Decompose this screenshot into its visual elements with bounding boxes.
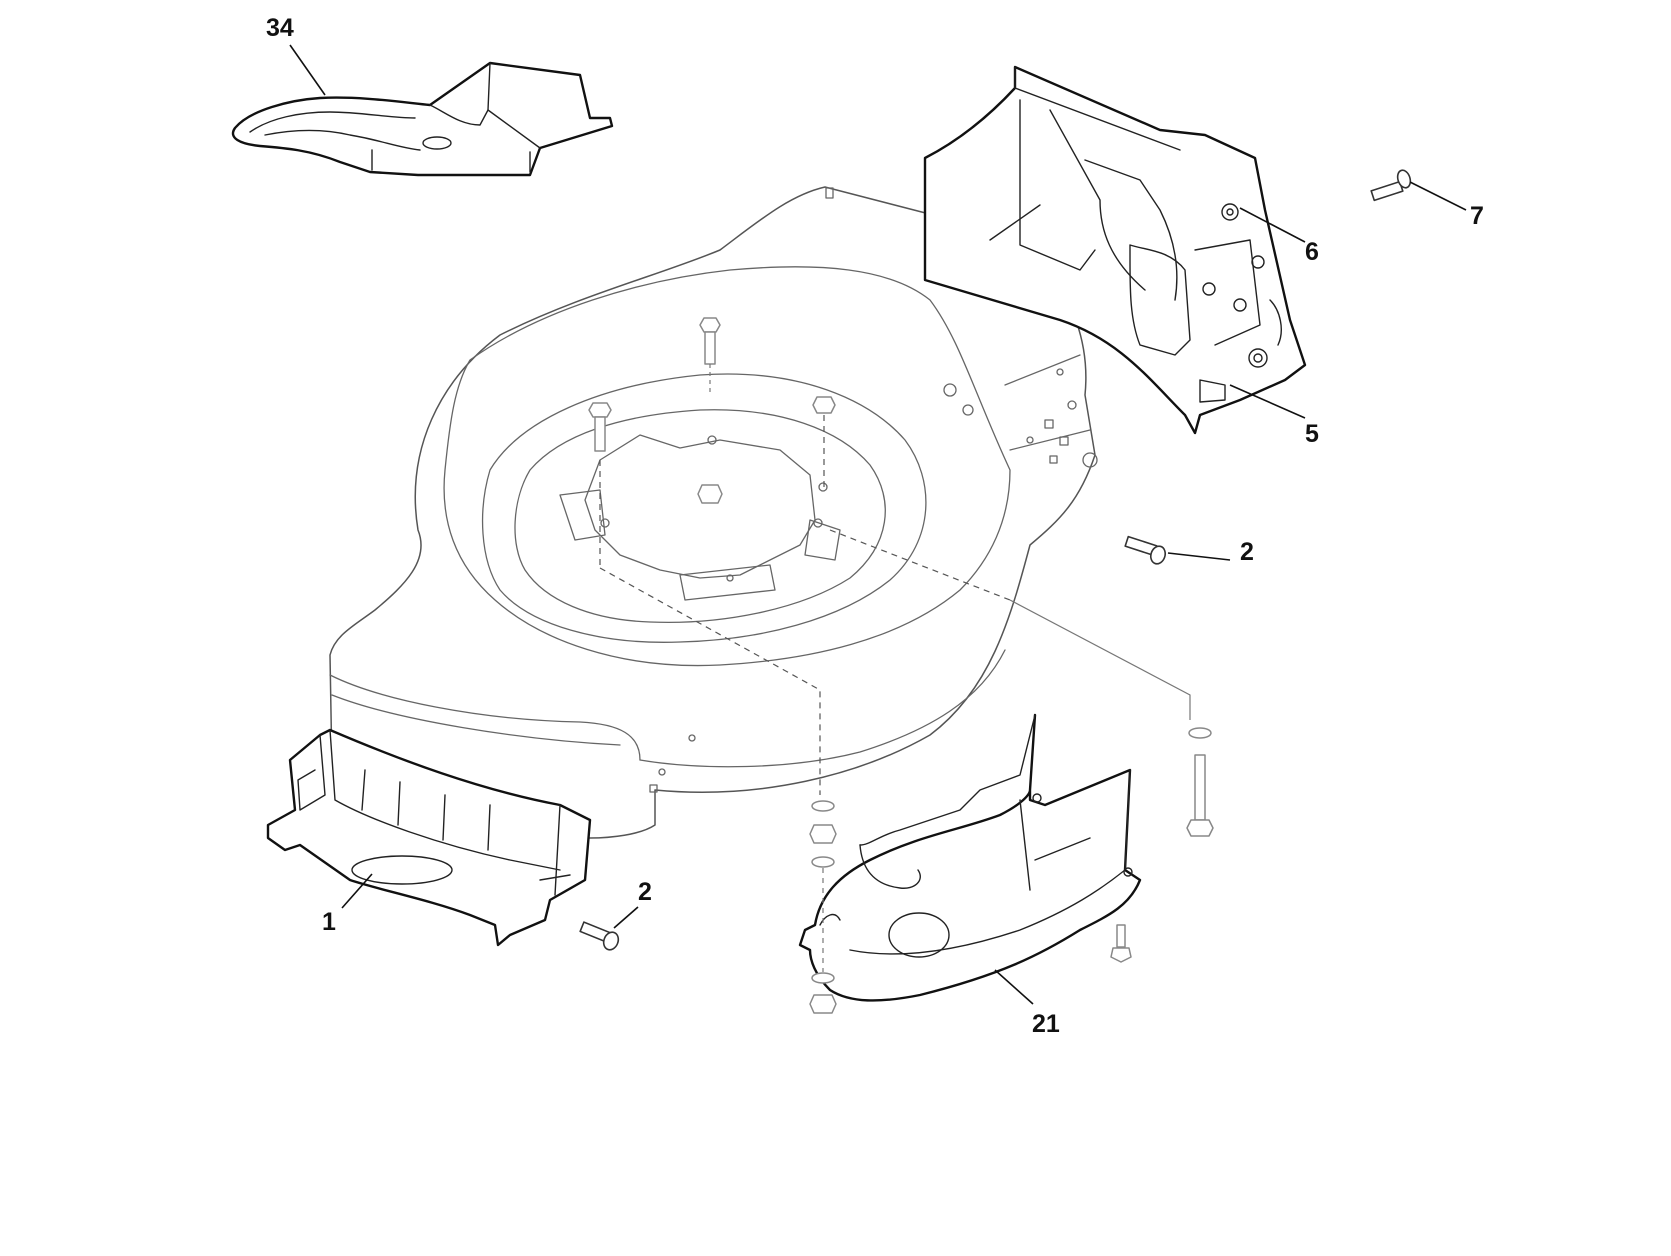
washer-icon [1188, 727, 1212, 739]
long-bolt-right [1186, 727, 1214, 837]
label-part-5: 5 [1305, 420, 1319, 448]
bolt-left-icon [588, 402, 612, 452]
loose-hardware-column [809, 800, 837, 1014]
label-part-21: 21 [1032, 1010, 1060, 1038]
nut-icon [809, 994, 837, 1014]
washer-icon [811, 800, 835, 812]
nut-right-icon [812, 396, 836, 414]
nut-icon [809, 824, 837, 844]
leader-1 [341, 873, 373, 909]
part-21-deflector [798, 713, 1142, 1002]
part-34-grass-guide [231, 61, 614, 177]
screw-part-7-icon [1370, 169, 1412, 202]
part-5-rear-housing [923, 65, 1307, 435]
part-1-front-guard [266, 728, 592, 947]
nut-center-icon [697, 484, 723, 504]
leader-5 [1229, 384, 1306, 419]
bolt-center-icon [699, 317, 721, 395]
leader-21 [994, 969, 1034, 1005]
label-part-2-right: 2 [1240, 538, 1254, 566]
washer-icon [811, 856, 835, 868]
dash-down-left [599, 567, 821, 795]
leader-2-right [1167, 552, 1231, 561]
label-part-7: 7 [1470, 202, 1484, 230]
mower-deck [329, 186, 1098, 839]
label-part-34: 34 [266, 14, 294, 42]
screw-part-2-left-icon [579, 921, 620, 951]
leader-6 [1239, 207, 1306, 243]
screw-part-2-right-icon [1124, 535, 1167, 565]
label-part-1: 1 [322, 908, 336, 936]
leader-2-left [613, 906, 639, 929]
bolt-shank [1194, 754, 1206, 821]
part-labels: 34 7 6 5 2 2 1 21 [266, 14, 1484, 1038]
bolt-head-icon [1186, 819, 1214, 837]
small-screw-bottom [1110, 924, 1132, 963]
deck-fasteners [588, 317, 1191, 795]
label-part-2-left: 2 [638, 878, 652, 906]
label-part-6: 6 [1305, 238, 1319, 266]
washer-icon [811, 972, 835, 984]
leader-7 [1409, 181, 1467, 211]
leader-34 [289, 44, 326, 96]
guide-to-bolt [1009, 599, 1191, 720]
leader-lines [289, 44, 1467, 1005]
